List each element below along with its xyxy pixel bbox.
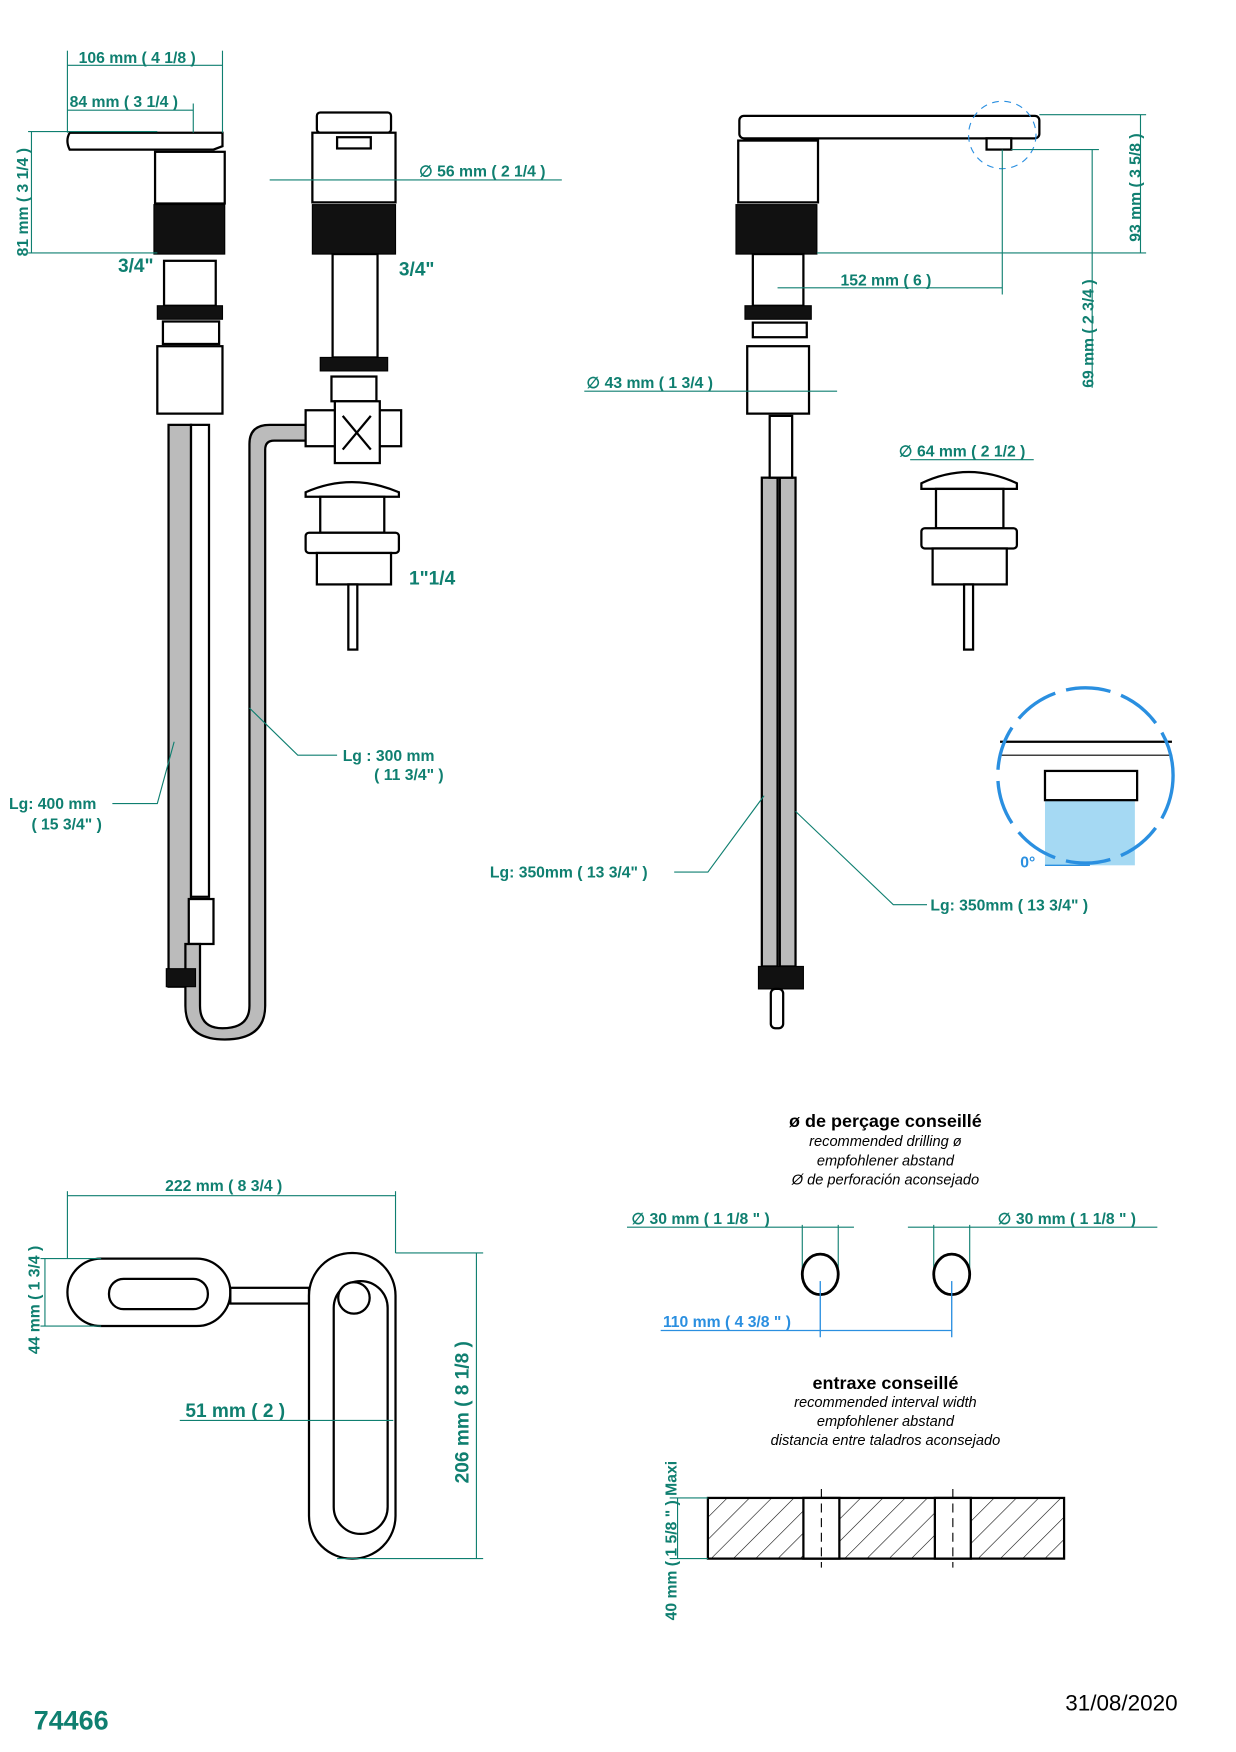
hole-right-dim: ∅ 30 mm ( 1 1/8 " ) <box>998 1211 1136 1228</box>
dim-handle-height: 44 mm ( 1 3/4 ) <box>26 1246 43 1354</box>
dim-reach: 152 mm ( 6 ) <box>840 273 931 290</box>
hose-left-label: Lg: 350mm ( 13 3/4" ) <box>490 865 648 882</box>
hose-300-inch: ( 11 3/4" ) <box>374 767 444 784</box>
hose-300-label: Lg : 300 mm <box>343 748 435 765</box>
hose-right-label: Lg: 350mm ( 13 3/4" ) <box>930 897 1088 914</box>
thread-front: 3/4" <box>399 259 435 280</box>
faucet-front-view <box>304 111 403 465</box>
dim-height-spout: 93 mm ( 3 5/8 ) <box>1127 133 1144 241</box>
drain-front <box>304 481 401 651</box>
left-dimensions <box>28 50 562 805</box>
drilling-holes <box>626 1224 1158 1338</box>
reference-number: 74466 <box>34 1705 109 1735</box>
dim-diameter-drain: ∅ 64 mm ( 2 1/2 ) <box>899 443 1025 460</box>
dim-width-lever: 84 mm ( 3 1/4 ) <box>70 94 178 111</box>
countertop-section <box>669 1488 1066 1568</box>
dim-diameter-base: ∅ 43 mm ( 1 3/4 ) <box>587 375 713 392</box>
dim-body-width: 51 mm ( 2 ) <box>185 1401 285 1422</box>
hose-400-inch: ( 15 3/4" ) <box>31 816 101 833</box>
faucet-top-view <box>66 1251 397 1560</box>
hole-spacing-dim: 110 mm ( 4 3/8 " ) <box>663 1314 791 1331</box>
top-dimensions <box>40 1191 484 1560</box>
detail-zoom-circle <box>996 686 1175 866</box>
dim-width-total: 106 mm ( 4 1/8 ) <box>79 50 196 67</box>
faucet-side-view <box>66 131 307 1041</box>
hose-400-label: Lg: 400 mm <box>9 796 96 813</box>
dim-depth: 206 mm ( 8 1/8 ) <box>453 1341 474 1483</box>
interval-sub-es: distancia entre taladros aconsejado <box>771 1433 1001 1449</box>
drilling-title: ø de perçage conseillé <box>789 1111 982 1131</box>
interval-sub-en: recommended interval width <box>794 1395 977 1411</box>
hole-left-dim: ∅ 30 mm ( 1 1/8 " ) <box>631 1211 769 1228</box>
drain-thread: 1"1/4 <box>409 568 456 589</box>
max-thickness-dim: 40 mm ( 1 5/8 " ) Maxi <box>663 1461 680 1620</box>
right-dimensions <box>584 114 1147 906</box>
dim-height-outlet: 69 mm ( 2 3/4 ) <box>1080 279 1097 387</box>
interval-sub-de: empfohlener abstand <box>817 1414 955 1430</box>
angle-label: 0° <box>1020 855 1035 872</box>
faucet-spout-view <box>735 100 1041 1030</box>
interval-title: entraxe conseillé <box>813 1373 959 1393</box>
drilling-sub-es: Ø de perforación aconsejado <box>791 1172 979 1188</box>
thread-side: 3/4" <box>118 256 154 277</box>
dim-height: 81 mm ( 3 1/4 ) <box>15 148 32 256</box>
dim-diameter: ∅ 56 mm ( 2 1/4 ) <box>419 164 545 181</box>
drain-side <box>920 471 1019 651</box>
drilling-sub-en: recommended drilling ø <box>809 1134 962 1150</box>
drilling-sub-de: empfohlener abstand <box>817 1153 955 1169</box>
drawing-date: 31/08/2020 <box>1065 1690 1177 1715</box>
dim-top-width: 222 mm ( 8 3/4 ) <box>165 1178 282 1195</box>
